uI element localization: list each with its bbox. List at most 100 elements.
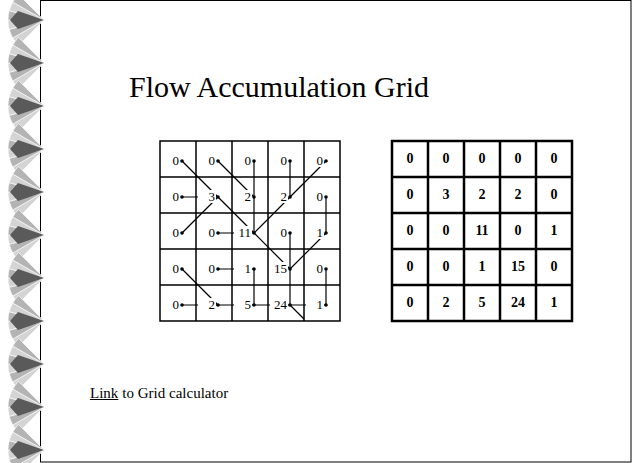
callout-number: 1 (306, 226, 324, 239)
callout-number: 24 (270, 298, 288, 311)
flow-dot (216, 195, 220, 199)
table-cell: 24 (500, 285, 536, 321)
flow-dot (288, 267, 292, 271)
flow-dot (288, 303, 292, 307)
callout-number: 0 (306, 154, 324, 167)
callout-number: 1 (234, 262, 252, 275)
table-cell: 0 (536, 177, 572, 213)
flow-dot (252, 267, 256, 271)
direction-grid (160, 141, 340, 321)
callout-number: 2 (234, 190, 252, 203)
callout-number: 0 (198, 262, 216, 275)
table-cell: 0 (500, 141, 536, 177)
fan-point (10, 11, 44, 29)
flow-dot (288, 159, 292, 163)
flow-dot (324, 231, 328, 235)
callout-number: 0 (162, 190, 180, 203)
callout-number: 0 (270, 226, 288, 239)
flow-dot (324, 303, 328, 307)
table-cell: 0 (428, 141, 464, 177)
link-caption: to Grid calculator (122, 386, 228, 401)
callout-number: 2 (270, 190, 288, 203)
table-cell: 5 (464, 285, 500, 321)
flow-line (325, 269, 326, 305)
fan-point (10, 183, 44, 201)
table-cell: 2 (464, 177, 500, 213)
table-cell: 15 (500, 249, 536, 285)
table-cell: 11 (464, 213, 500, 249)
flow-dot (252, 195, 256, 199)
callout-number: 0 (198, 154, 216, 167)
table-cell: 1 (536, 285, 572, 321)
slide-frame (41, 1, 632, 463)
table-cell: 0 (428, 249, 464, 285)
fan-point (10, 269, 44, 287)
table-cell: 0 (536, 249, 572, 285)
flow-dot (288, 231, 292, 235)
fan-point (10, 355, 44, 373)
table-cell: 0 (500, 213, 536, 249)
fan-point (10, 140, 44, 158)
table-cell: 0 (392, 177, 428, 213)
table-cell: 0 (392, 141, 428, 177)
callout-number: 11 (234, 226, 252, 239)
flow-dot (252, 303, 256, 307)
flow-line (253, 161, 254, 197)
callout-number: 2 (198, 298, 216, 311)
flow-dot (324, 267, 328, 271)
flow-dot (252, 159, 256, 163)
callout-number: 3 (198, 190, 216, 203)
table-cell: 0 (392, 213, 428, 249)
callout-number: 0 (162, 298, 180, 311)
flow-dot (180, 195, 184, 199)
accumulation-grid (392, 141, 572, 321)
flow-dot (324, 195, 328, 199)
flow-line (290, 305, 304, 319)
flow-dot (324, 159, 328, 163)
table-cell: 0 (392, 249, 428, 285)
fan-point (10, 54, 44, 72)
slide-title: Flow Accumulation Grid (129, 72, 429, 102)
table-cell: 3 (428, 177, 464, 213)
flow-dot (180, 231, 184, 235)
flow-dot (216, 303, 220, 307)
table-cell: 0 (392, 285, 428, 321)
fan-border (8, 0, 44, 463)
flow-line (289, 269, 290, 305)
table-cell: 1 (464, 249, 500, 285)
fan-point (10, 441, 44, 459)
table-cell: 2 (428, 285, 464, 321)
table-cell: 0 (464, 141, 500, 177)
callout-number: 0 (162, 226, 180, 239)
flow-dot (180, 267, 184, 271)
flow-line (289, 161, 290, 197)
table-cell: 2 (500, 177, 536, 213)
callout-number: 0 (162, 262, 180, 275)
fan-point (10, 97, 44, 115)
table-cell: 1 (536, 213, 572, 249)
callout-number: 15 (270, 262, 288, 275)
flow-line (253, 269, 254, 305)
flow-dot (216, 231, 220, 235)
flow-lines (180, 159, 328, 319)
table-cell: 0 (536, 141, 572, 177)
fan-point (10, 226, 44, 244)
flow-dot (216, 267, 220, 271)
callout-number: 0 (306, 262, 324, 275)
flow-dot (216, 159, 220, 163)
flow-line (253, 197, 254, 233)
callout-number: 0 (162, 154, 180, 167)
fan-point (10, 398, 44, 416)
flow-dot (252, 231, 256, 235)
callout-number: 0 (198, 226, 216, 239)
fan-point (10, 312, 44, 330)
flow-dot (180, 303, 184, 307)
flow-dot (180, 159, 184, 163)
flow-line (289, 233, 290, 269)
callout-number: 0 (306, 190, 324, 203)
flow-dot (288, 195, 292, 199)
callout-number: 0 (234, 154, 252, 167)
callout-number: 0 (270, 154, 288, 167)
flow-line (325, 197, 326, 233)
table-cell: 0 (428, 213, 464, 249)
